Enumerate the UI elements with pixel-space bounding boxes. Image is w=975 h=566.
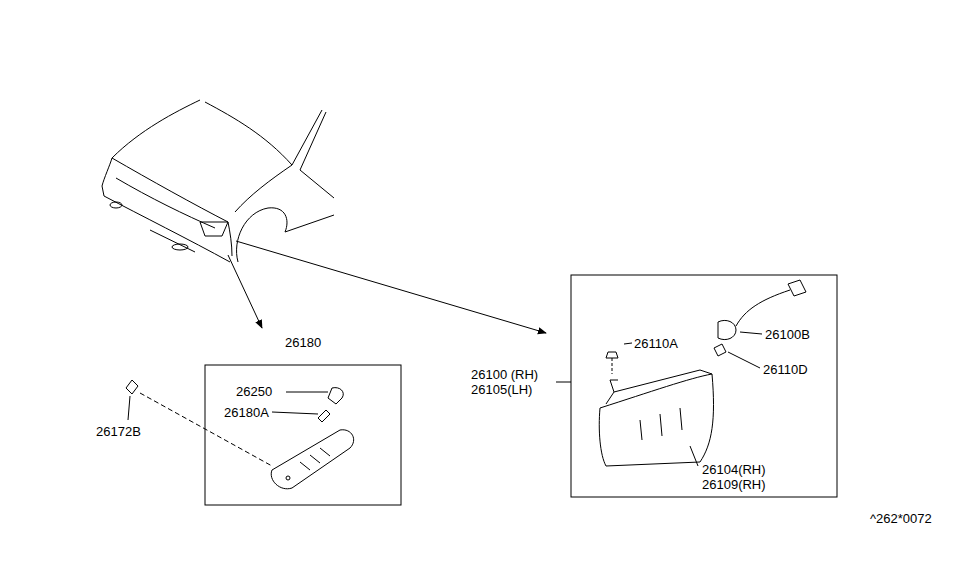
- bracket: [610, 380, 618, 392]
- socket: [718, 320, 736, 339]
- leader-line: [272, 412, 318, 414]
- bulb: [318, 410, 330, 422]
- a-pillar: [292, 110, 322, 165]
- lamp-lens: [599, 374, 713, 466]
- door-line: [300, 170, 334, 198]
- corner: [228, 222, 232, 256]
- part-frame: [571, 275, 837, 497]
- lens-ribs: [640, 408, 682, 440]
- callout-number: 26100B: [765, 327, 810, 342]
- leader-line: [624, 343, 632, 344]
- connector: [788, 280, 806, 296]
- leader-line: [128, 396, 130, 420]
- callout-number: 26180A: [224, 405, 269, 420]
- sill: [285, 215, 334, 232]
- part-number: 26100 (RH) 26105(LH): [471, 367, 555, 397]
- bulb: [714, 344, 726, 356]
- bumper-line: [150, 230, 195, 252]
- screw-hole: [286, 476, 290, 480]
- screw-head: [606, 352, 618, 358]
- front-face: [102, 158, 230, 262]
- clip: [126, 380, 138, 394]
- pointer-arrow: [236, 241, 546, 333]
- a-pillar: [300, 112, 326, 170]
- lens-ribs: [300, 448, 330, 470]
- leader-line: [728, 352, 760, 368]
- dashed-leader: [140, 393, 272, 466]
- callout-number: 26104(RH) 26109(RH): [702, 462, 792, 492]
- pointer-arrow: [228, 255, 262, 328]
- socket: [328, 388, 343, 404]
- corner-lamp: [200, 222, 228, 236]
- callout-number: ^262*0072: [870, 511, 932, 526]
- hood-line: [205, 102, 292, 165]
- wire: [736, 290, 790, 326]
- hood-edge: [112, 100, 200, 158]
- callout-number: 26172B: [96, 424, 141, 439]
- side-marker-lamp: [126, 380, 354, 489]
- part-frame: 26180: [205, 365, 401, 505]
- lamp-top: [606, 370, 712, 404]
- part-number: 26180: [285, 335, 365, 350]
- hood-front: [112, 158, 228, 222]
- car-front: [102, 100, 334, 262]
- screw-axis: [612, 358, 613, 374]
- leader-line: [740, 332, 762, 334]
- fender: [235, 165, 292, 212]
- leader-line: [556, 382, 571, 383]
- part-frame: [205, 365, 401, 505]
- callout-number: 26250: [236, 384, 272, 399]
- fog-lamp: [110, 202, 122, 208]
- lamp-lens: [271, 430, 353, 489]
- callout-number: 26110D: [763, 362, 808, 377]
- grille-top: [116, 178, 215, 228]
- callout-number: 26110A: [634, 336, 678, 351]
- leader-line: [286, 392, 328, 393]
- leader-line: [690, 446, 698, 466]
